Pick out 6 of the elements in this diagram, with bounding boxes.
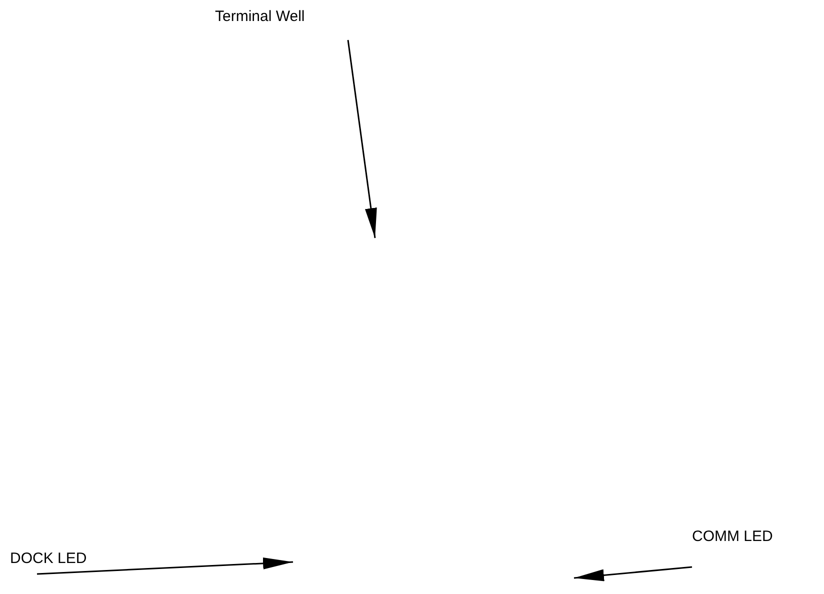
leader-line bbox=[347, 40, 377, 238]
leader-line bbox=[574, 566, 692, 582]
callout-label: Terminal Well bbox=[215, 8, 305, 26]
callout-label: COMM LED bbox=[692, 528, 773, 546]
callout-label: DOCK LED bbox=[10, 550, 87, 568]
leader-line bbox=[36, 557, 294, 575]
